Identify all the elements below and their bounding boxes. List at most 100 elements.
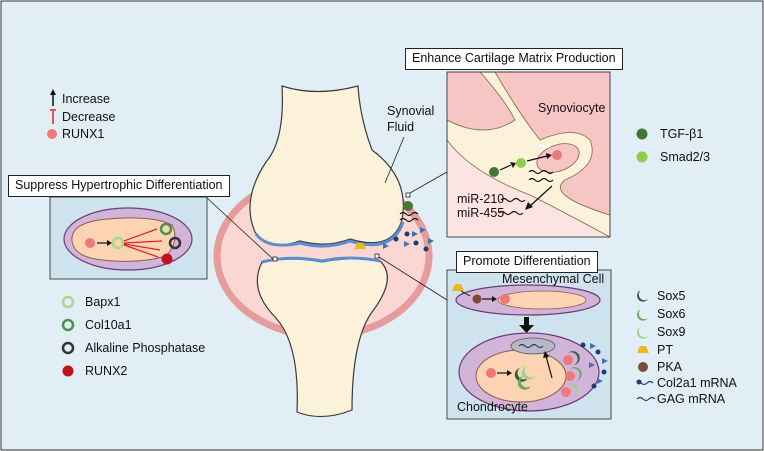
col10a1-icon (61, 318, 75, 332)
tgf-dot (489, 167, 499, 177)
rough-er (510, 337, 556, 355)
legend-decrease-label: Decrease (62, 110, 116, 124)
tgf-dot (403, 201, 413, 211)
synoviocyte-label: Synoviocyte (538, 101, 606, 115)
gag-triangle (412, 231, 418, 237)
lower-cartilage (261, 256, 381, 264)
enhance-panel-title: Enhance Cartilage Matrix Production (405, 48, 623, 70)
runx1-dot (486, 368, 496, 378)
smad-icon (636, 151, 648, 163)
decrease-line (123, 244, 159, 258)
increase-arrow (545, 355, 553, 379)
runx1-dot (500, 294, 510, 304)
col2a1-dot (404, 231, 410, 237)
legend-col10a1-label: Col10a1 (85, 318, 132, 332)
upper-bone (249, 85, 404, 246)
decrease-line (123, 228, 158, 242)
sox6-crescent (517, 376, 531, 390)
pka-icon (638, 362, 648, 372)
increase-arrowhead (546, 153, 552, 159)
legend-smad-label: Smad2/3 (660, 150, 711, 164)
increase-arrowhead (50, 89, 56, 95)
legend-sox9-label: Sox9 (657, 325, 686, 339)
marker-box (405, 192, 411, 198)
pt-shape (354, 243, 366, 249)
legend-col2a1-label: Col2a1 mRNA (657, 376, 737, 390)
sox5-icon (637, 290, 648, 302)
pt-icon (637, 346, 649, 353)
mesenchymal-nucleus (497, 290, 587, 310)
decrease-line (123, 240, 163, 244)
mirna-wave (399, 217, 419, 223)
runx1-dot-icon (47, 129, 57, 139)
runx1-dot (563, 355, 573, 365)
alp-icon (61, 341, 75, 355)
connector-line (206, 197, 274, 260)
col2a1-dot (393, 236, 399, 242)
col2a1-dot (413, 240, 419, 246)
sox-crescent (570, 367, 582, 381)
sox-crescent (566, 383, 578, 397)
col2a1-dot (580, 342, 586, 348)
mirna-wave (528, 169, 554, 175)
mirna-wave (399, 211, 419, 217)
mrna-squiggle (518, 343, 544, 349)
synoviocyte-panel (447, 72, 610, 237)
legend-increase-label: Increase (62, 92, 110, 106)
increase-arrow (529, 185, 553, 207)
increase-arrow (526, 155, 548, 162)
sox-crescent (568, 351, 580, 365)
decrease-line (123, 243, 161, 251)
runx1-dot (565, 371, 575, 381)
pt-shape (452, 284, 464, 291)
runx1-dot (85, 238, 95, 248)
legend-tgf-label: TGF-β1 (660, 127, 704, 141)
col2a1-dot (595, 349, 601, 355)
gag-triangle (420, 227, 426, 233)
alp-ring (168, 236, 182, 250)
upper-cartilage (254, 221, 405, 248)
increase-arrow (460, 290, 471, 297)
pka-dot (472, 294, 482, 304)
gag-triangle (428, 238, 434, 244)
bapx1-icon (61, 295, 75, 309)
legend-alp-label: Alkaline Phosphatase (85, 341, 206, 355)
legend-sox5-label: Sox5 (657, 289, 686, 303)
gag-triangle (602, 358, 608, 364)
mir455-label: miR-455 (457, 206, 505, 220)
promote-panel-title: Promote Differentiation (456, 251, 598, 273)
col2a1-icon (636, 379, 642, 385)
legend-pka-label: PKA (657, 360, 683, 374)
differentiation-arrowhead (519, 325, 534, 333)
synovial-fluid-label: Synovial Fluid (387, 104, 435, 134)
hypertrophic-nucleus (71, 217, 176, 262)
connector-line (409, 171, 448, 194)
gag-icon (636, 396, 656, 402)
increase-arrow (499, 164, 512, 171)
col10a1-ring (159, 222, 173, 236)
runx2-dot (161, 253, 173, 265)
suppress-panel-title: Suppress Hypertrophic Differentiation (8, 175, 230, 197)
legend-runx1-label: RUNX1 (62, 127, 105, 141)
gag-triangle (383, 243, 389, 249)
marker-box (374, 253, 380, 259)
increase-arrowhead (492, 296, 497, 302)
legend-runx2-label: RUNX2 (85, 364, 128, 378)
increase-arrowhead (510, 162, 516, 168)
synovial-fluid-pointer (384, 136, 405, 184)
mir210-wave (500, 197, 526, 203)
chondrocyte-label: Chondrocyte (457, 400, 528, 414)
mir455-wave (498, 210, 524, 216)
connector-line (378, 256, 448, 301)
increase-arrowhead (507, 370, 512, 376)
runx1-dot (561, 387, 571, 397)
mir210-label: miR-210 (457, 192, 505, 206)
mirna-wave (528, 177, 554, 183)
col2a1-dot (601, 369, 607, 375)
increase-arrowhead (543, 351, 549, 358)
legend-sox6-label: Sox6 (657, 307, 686, 321)
differentiation-arrow (524, 317, 529, 326)
mesenchymal-cell-label: Mesenchymal Cell (502, 272, 605, 286)
col2a1-dot (591, 383, 597, 389)
